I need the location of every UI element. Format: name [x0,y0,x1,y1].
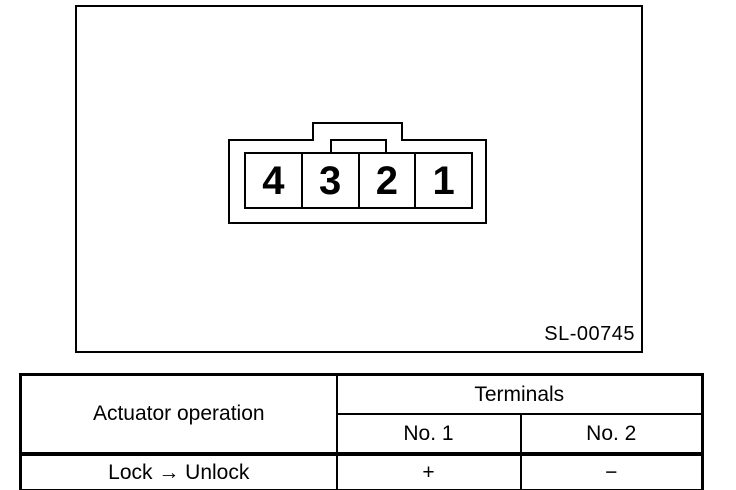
no1-polarity-cell: + [335,453,522,490]
terminal-cell-2: 2 [357,154,415,207]
connector-terminal-row: 4 3 2 1 [244,152,473,209]
actuator-terminals-table: Actuator operation Terminals No. 1 No. 2… [19,373,705,490]
operation-cell: Lock → Unlock [19,453,338,490]
terminal-no2-header: No. 2 [519,413,704,456]
connector-lock-tab-inner [330,139,387,154]
table-row-terminals-header: Actuator operation Terminals [19,373,704,456]
terminals-header: Terminals [335,373,704,415]
connector-figure: 4 3 2 1 SL-00745 [75,5,643,353]
terminal-cell-1: 1 [414,154,471,207]
connector-lock-tab-outer [312,122,403,141]
figure-code-label: SL-00745 [544,323,635,345]
terminal-no1-header: No. 1 [335,413,522,456]
table-row-subheaders: No. 1 No. 2 [21,413,704,456]
terminal-cell-4: 4 [262,158,285,203]
actuator-operation-header: Actuator operation [19,373,338,456]
table-row-lock-unlock: Lock → Unlock + − [19,453,704,490]
no2-polarity-cell: − [519,453,704,490]
terminal-cell-3: 3 [300,154,358,207]
